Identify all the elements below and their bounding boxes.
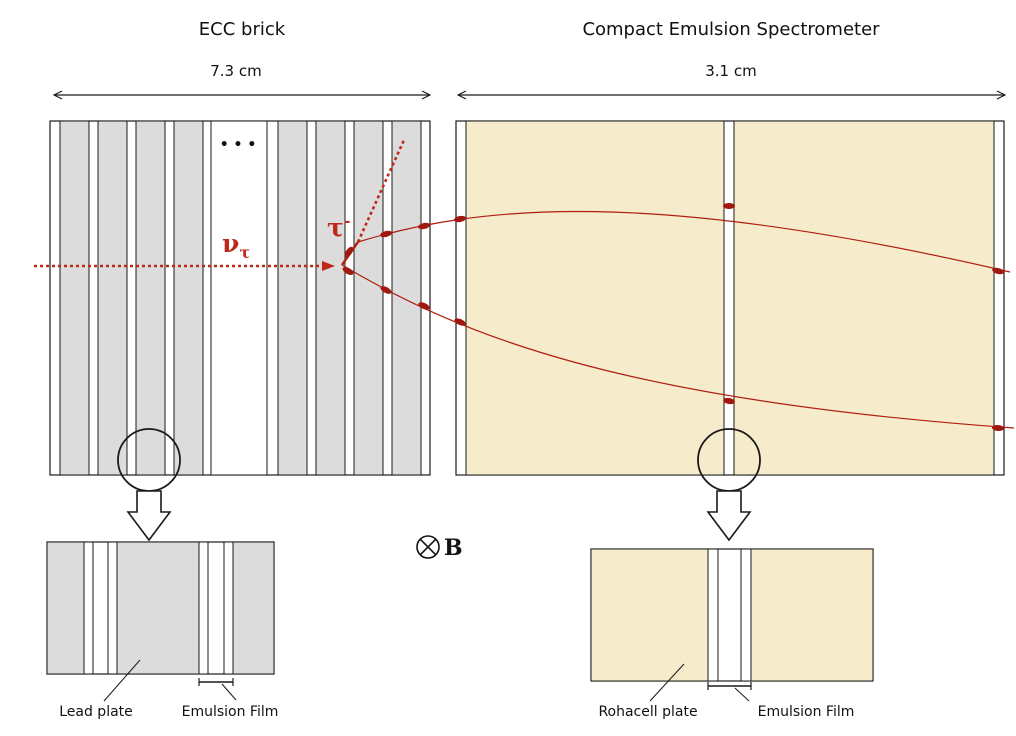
ecc-lead-plate: [277, 120, 308, 476]
track-hit: [418, 302, 430, 310]
daughter-track-upper: [357, 210, 1011, 273]
neutrino-subscript: τ: [239, 243, 250, 262]
ces-film-pointer: [734, 687, 750, 702]
neutrino-symbol: ν: [222, 229, 239, 258]
track-hit: [342, 267, 354, 275]
ecc-lead-plate: [391, 120, 422, 476]
ecc-lead-plates: [59, 120, 422, 476]
zoom-emulsion-film: [740, 548, 752, 682]
zoom-lead-plate: [232, 541, 275, 675]
ecc-gap: [210, 120, 268, 476]
zoom-emulsion-film: [198, 541, 209, 675]
ecc-ellipsis: • • •: [220, 137, 257, 153]
ces-spectrometer: [455, 120, 1005, 476]
ecc-zoom-detail: Lead plate Emulsion Film: [46, 541, 279, 720]
zoom-lead-plate: [116, 541, 200, 675]
ecc-lead-plate: [59, 120, 90, 476]
zoom-rohacell-plate: [750, 548, 874, 682]
zoom-lead-plate: [46, 541, 85, 675]
ces-zoom-detail: Rohacell plate Emulsion Film: [590, 548, 874, 720]
ecc-length-label: 7.3 cm: [210, 62, 261, 80]
zoom-emulsion-film: [223, 541, 234, 675]
field-cross: [419, 538, 437, 556]
ecc-lead-plate: [353, 120, 384, 476]
track-hit: [380, 230, 392, 238]
lead-plate-pointer: [103, 659, 141, 702]
ces-rohacell-plate-2: [733, 120, 995, 476]
tau-label: τ-: [327, 211, 350, 242]
ecc-lead-plate: [97, 120, 128, 476]
ces-film-label: Emulsion Film: [758, 704, 855, 720]
neutrino-label: ντ: [222, 229, 250, 262]
daughter-track-lower: [341, 264, 1015, 429]
magnetic-field: B: [416, 535, 463, 561]
particle-tracks: ντ τ-: [34, 139, 1015, 432]
ecc-brick: • • •: [49, 120, 431, 476]
film-pointer: [221, 683, 237, 701]
ecc-lead-plate: [173, 120, 204, 476]
track-hit: [723, 397, 735, 405]
field-into-page-icon: [416, 535, 440, 559]
ces-zoom-arrow: [706, 490, 752, 542]
ecc-title: ECC brick: [199, 19, 286, 40]
zoom-emulsion-film: [83, 541, 94, 675]
zoom-rohacell-plate: [590, 548, 709, 682]
zoom-emulsion-film: [107, 541, 118, 675]
rohacell-plate-label: Rohacell plate: [598, 704, 697, 720]
track-hit: [380, 286, 392, 294]
track-hit: [344, 246, 354, 258]
track-hit: [992, 267, 1004, 275]
rohacell-pointer: [649, 663, 685, 702]
tau-superscript: -: [344, 211, 351, 230]
track-hit: [454, 215, 466, 223]
track-hit: [418, 222, 430, 230]
tau-symbol: τ: [327, 213, 344, 242]
ecc-lead-plate: [315, 120, 346, 476]
ces-title: Compact Emulsion Spectrometer: [582, 19, 880, 40]
track-hit: [454, 318, 466, 326]
field-label: B: [444, 535, 463, 561]
ces-rohacell-plate-1: [465, 120, 725, 476]
ces-length-label: 3.1 cm: [705, 62, 756, 80]
ecc-film-label: Emulsion Film: [182, 704, 279, 720]
lead-plate-label: Lead plate: [59, 704, 133, 720]
track-hit: [992, 424, 1004, 432]
ecc-lead-plate: [135, 120, 166, 476]
ecc-zoom-arrow: [126, 490, 172, 542]
track-hit: [723, 203, 735, 209]
zoom-emulsion-film: [707, 548, 719, 682]
daughter-track-dotted: [356, 139, 406, 243]
